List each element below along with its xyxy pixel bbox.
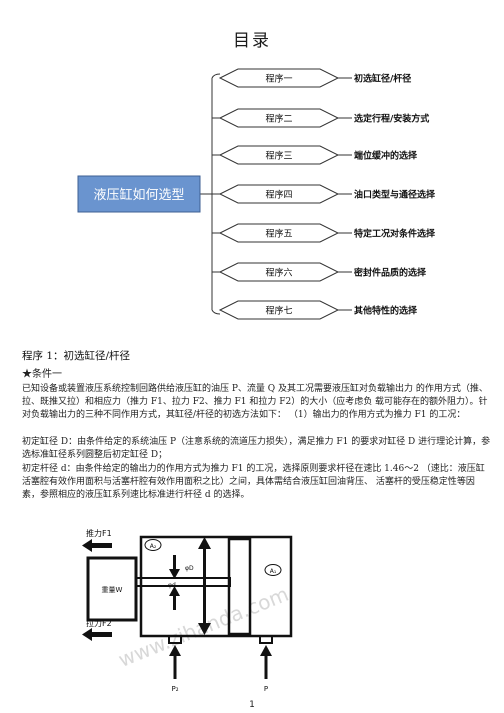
cylinder-diagram: www.zihanda.com 推力F1 重量W 拉力F2 A₂ A₁ φD φ… <box>82 528 293 693</box>
cylinder-body <box>139 535 293 638</box>
program-description: 选定行程/安装方式 <box>354 113 429 125</box>
port-p <box>259 635 273 644</box>
port-p2 <box>168 635 182 644</box>
program-description: 密封件品质的选择 <box>353 267 427 279</box>
program-description: 端位缓冲的选择 <box>354 150 418 162</box>
piston-rod <box>135 577 231 587</box>
flow-row-4: 程序四 油口类型与通径选择 <box>212 184 436 204</box>
section-heading: 程序 1：初选缸径/杆径 <box>22 350 131 362</box>
piston <box>227 537 252 636</box>
a1-marker <box>264 564 282 576</box>
program-label: 程序七 <box>265 305 292 317</box>
a1-label: A₁ <box>270 568 277 575</box>
push-arrow-icon <box>82 539 112 552</box>
page-number-value: 1 <box>249 700 255 710</box>
p-label: P <box>264 685 268 693</box>
program-label: 程序五 <box>265 228 292 240</box>
flow-row-7: 程序七 其他特性的选择 <box>218 300 418 320</box>
bore-label: φD <box>185 565 194 572</box>
push-label: 推力F1 <box>86 528 112 538</box>
program-label: 程序四 <box>265 189 292 201</box>
program-description: 油口类型与通径选择 <box>354 189 436 201</box>
program-description: 特定工况对条件选择 <box>354 228 436 240</box>
bore-dimension-icon <box>198 537 211 635</box>
p2-arrow-icon <box>169 645 181 679</box>
program-description: 初选缸径/杆径 <box>354 73 411 85</box>
flow-row-5: 程序五 特定工况对条件选择 <box>212 223 436 243</box>
flow-row-6: 程序六 密封件品质的选择 <box>212 262 427 282</box>
condition-heading: ★条件一 <box>22 369 62 380</box>
program-label: 程序二 <box>265 113 292 125</box>
paragraph-1: 已知设备或装置液压系统控制回路供给液压缸的油压 P、流量 Q 及其工况需要液压缸… <box>22 384 488 420</box>
program-description: 其他特性的选择 <box>354 305 418 317</box>
flow-row-2: 程序二 选定行程/安装方式 <box>212 108 429 128</box>
pull-label: 拉力F2 <box>86 618 112 628</box>
load-block <box>86 556 138 622</box>
program-label: 程序六 <box>265 267 292 279</box>
a2-marker <box>144 539 162 551</box>
page-title: 目录 <box>233 31 271 51</box>
flow-row-3: 程序三 端位缓冲的选择 <box>212 145 418 165</box>
program-label: 程序三 <box>265 150 292 162</box>
paragraph-2: 初定缸径 D：由条件给定的系统油压 P（注意系统的流道压力损失），满足推力 F1… <box>22 437 491 460</box>
center-box <box>77 175 201 213</box>
paragraph-3: 初定杆径 d：由条件给定的输出力的作用方式为推力 F1 的工况，选择原则要求杆径… <box>22 464 485 500</box>
center-label: 液压缸如何选型 <box>93 187 184 203</box>
load-label: 重量W <box>102 586 123 594</box>
page-number: 1 <box>0 700 504 710</box>
rod-dimension-icon <box>169 555 180 610</box>
rod-label: φd <box>168 582 176 589</box>
a2-label: A₂ <box>150 543 157 550</box>
program-label: 程序一 <box>265 73 292 85</box>
p-arrow-icon <box>260 645 272 679</box>
pull-arrow-icon <box>82 628 112 641</box>
flow-row-1: 程序一 初选缸径/杆径 <box>218 68 411 88</box>
p2-label: P₂ <box>171 685 178 693</box>
